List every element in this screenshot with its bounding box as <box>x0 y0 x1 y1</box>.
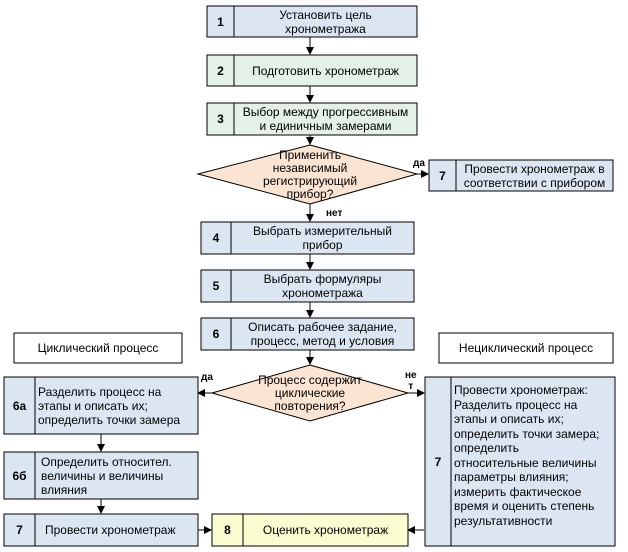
step-2-text: Подготовить хронометраж <box>252 63 399 78</box>
step-7a-number: 7 <box>439 168 446 183</box>
decision-2-yes-label: да <box>201 372 213 383</box>
step-3-text: Выбор между прогрессивным и единичным за… <box>242 105 409 133</box>
decision-1-diamond <box>196 144 419 205</box>
step-5-number: 5 <box>212 279 220 293</box>
step-7b-box <box>3 513 199 547</box>
step-8-text: Оценить хронометраж <box>262 523 389 537</box>
step-8-number: 8 <box>224 523 231 537</box>
step-3-box <box>206 102 418 136</box>
step-2-box <box>206 54 418 87</box>
step-6-text: Описать рабочее задание, процесс, метод … <box>248 320 397 348</box>
cyclic-label-box <box>13 332 183 364</box>
step-6-box <box>200 317 415 351</box>
step-4-number: 4 <box>212 231 220 245</box>
decision-1-yes-label: да <box>413 158 425 169</box>
step-6-number: 6 <box>212 327 220 341</box>
step-5-box <box>200 269 415 303</box>
step-7c-box <box>424 376 616 547</box>
step-4-text: Выбрать измерительный прибор <box>252 224 393 252</box>
decision-1-no-label: нет <box>326 208 343 219</box>
step-1-box <box>206 5 418 38</box>
noncyclic-label-box <box>438 332 614 364</box>
decision-2-no-label: не т <box>405 370 417 392</box>
step-2-number: 2 <box>217 63 224 78</box>
step-7a-box <box>428 159 614 192</box>
cyclic-process-label: Циклический процесс <box>37 341 159 355</box>
step-5-text: Выбрать формуляры хронометража <box>263 272 382 300</box>
step-7c-text: Провести хронометраж: Разделить процесс … <box>454 383 600 528</box>
noncyclic-process-label: Нециклический процесс <box>458 341 594 355</box>
step-7a-text: Провести хронометраж в соответствии с пр… <box>463 161 606 190</box>
step-6a-text: Разделить процесс на этапы и описать их;… <box>38 384 181 427</box>
step-1-number: 1 <box>217 14 224 29</box>
step-1-text: Установить цель хронометража <box>279 7 372 36</box>
step-4-box <box>200 221 415 255</box>
connector-arrows <box>97 37 429 534</box>
step-6a-box <box>3 376 199 435</box>
step-6b-box <box>3 451 199 500</box>
step-8-box <box>211 513 409 547</box>
step-7c-number: 7 <box>434 454 442 469</box>
step-6b-number: 6б <box>12 468 27 483</box>
step-6b-text: Определить относител. величины и величин… <box>41 454 172 497</box>
step-6a-number: 6а <box>12 398 27 413</box>
step-3-number: 3 <box>217 112 224 126</box>
step-7b-number: 7 <box>16 523 23 537</box>
decision-2-text: Процесс содержит циклические повторения? <box>258 373 362 413</box>
decision-2-diamond <box>210 364 410 422</box>
step-7b-text: Провести хронометраж <box>45 523 176 537</box>
decision-1-text: Применить независимый регистрирующий при… <box>262 147 358 201</box>
